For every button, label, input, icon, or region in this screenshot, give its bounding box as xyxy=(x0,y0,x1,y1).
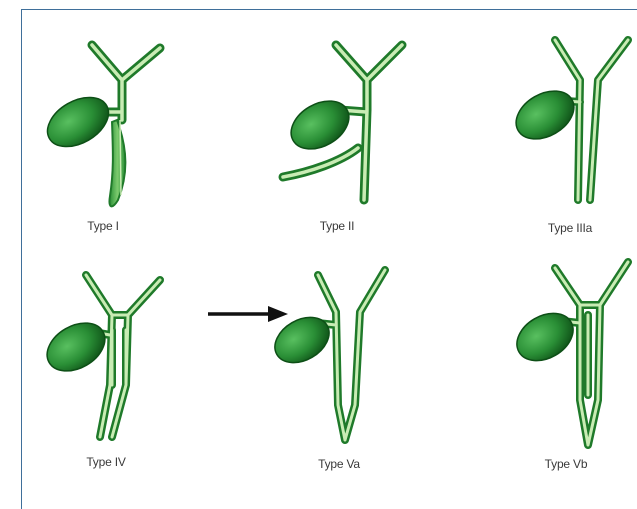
panel-type-va: Type Va xyxy=(267,270,385,471)
bile-duct-tree-icon xyxy=(552,262,628,445)
panel-label: Type IIIa xyxy=(548,221,593,235)
panel-label: Type II xyxy=(320,219,355,233)
gallbladder-icon xyxy=(39,313,114,380)
right-arrow-icon xyxy=(208,306,288,322)
panel-type-iv: Type IV xyxy=(39,275,160,469)
fusiform-cyst-icon xyxy=(109,120,125,206)
panel-label: Type IV xyxy=(86,455,125,469)
gallbladder-icon xyxy=(508,81,583,148)
choledochal-cyst-diagram: Type I Type II Type IIIa Type IV xyxy=(0,0,637,493)
gallbladder-icon xyxy=(283,91,358,158)
panel-label: Type I xyxy=(87,219,118,233)
panel-label: Type Va xyxy=(318,457,360,471)
panel-label: Type Vb xyxy=(545,457,588,471)
panel-type-vb: Type Vb xyxy=(509,262,628,471)
panel-type-iiia: Type IIIa xyxy=(508,40,628,235)
diverticulum-icon xyxy=(283,148,358,177)
panel-type-i: Type I xyxy=(39,45,160,233)
bile-duct-tree-icon xyxy=(308,270,385,440)
gallbladder-icon xyxy=(509,304,582,370)
panel-type-ii: Type II xyxy=(283,45,402,233)
gallbladder-icon xyxy=(39,87,117,156)
